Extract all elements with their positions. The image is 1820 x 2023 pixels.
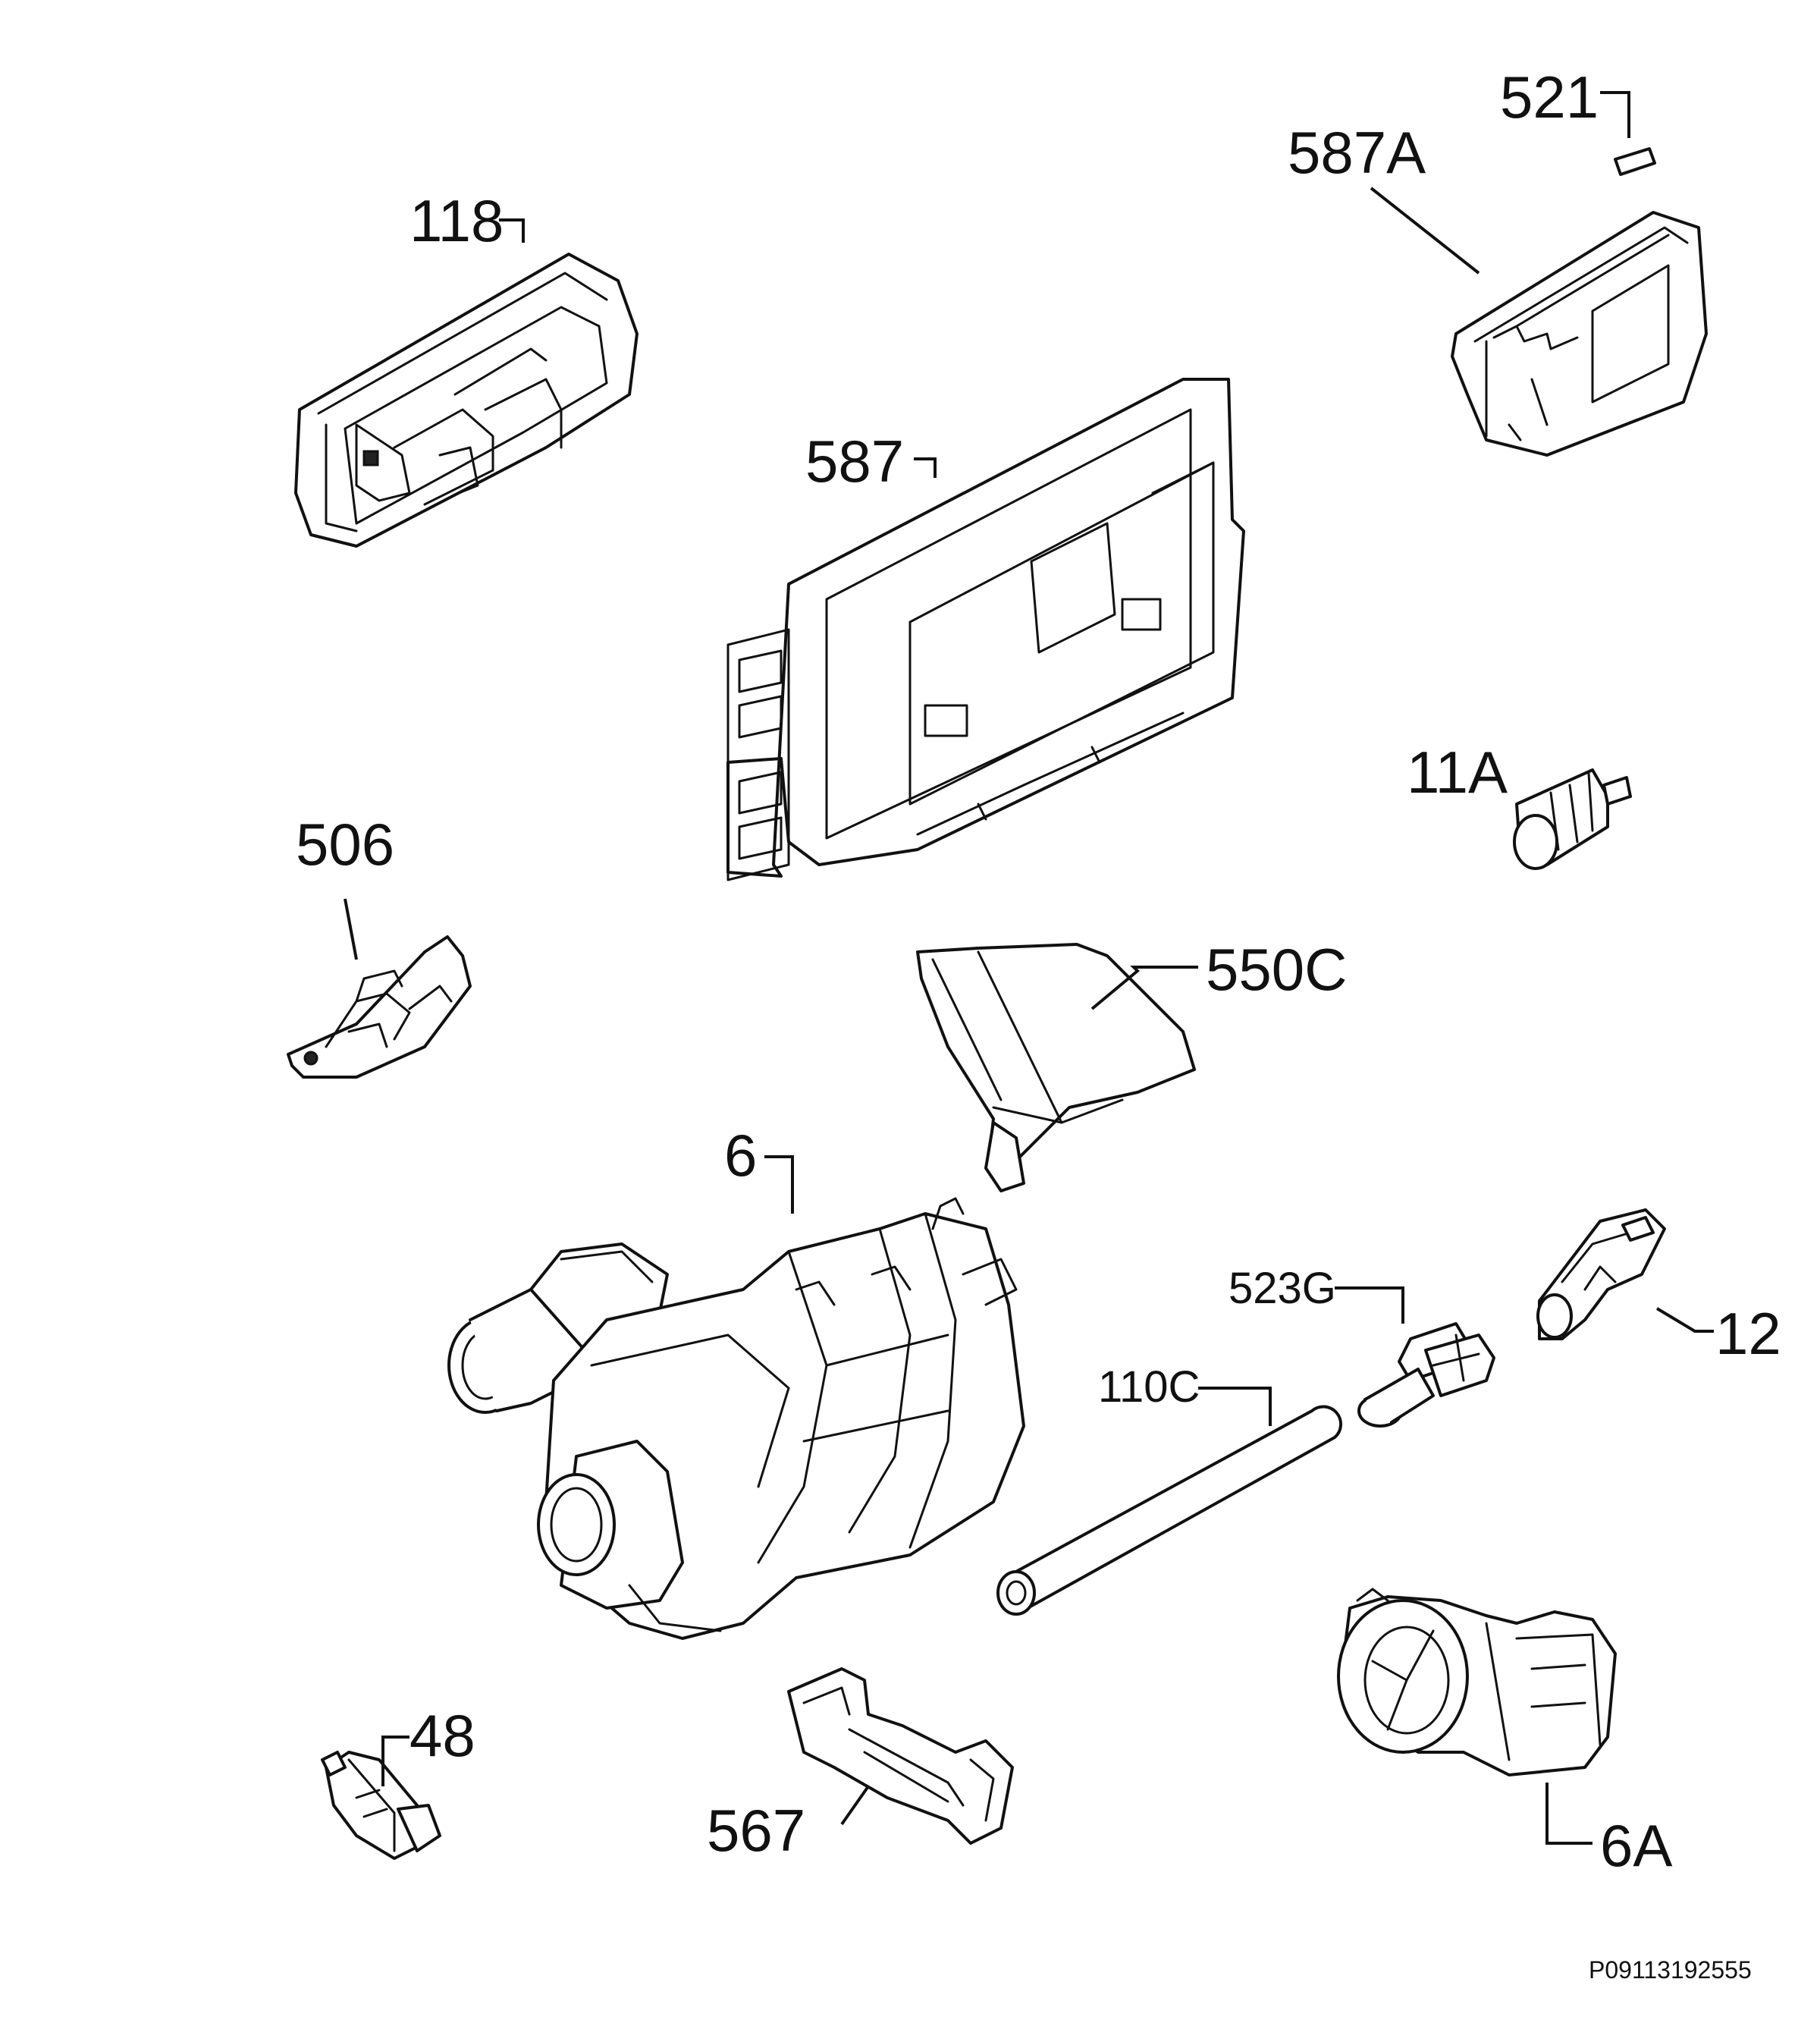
part-110c-hose[interactable] — [996, 1405, 1343, 1616]
callout-6a: 6A — [1600, 1812, 1672, 1879]
part-587-control-module[interactable] — [726, 378, 1245, 881]
part-48-temperature-sensor[interactable] — [321, 1751, 441, 1860]
part-523g-connector[interactable] — [1357, 1322, 1495, 1428]
part-567-bracket[interactable] — [787, 1667, 1014, 1845]
part-521-clip[interactable] — [1614, 147, 1656, 176]
callout-550c: 550C — [1206, 936, 1347, 1003]
drawing-code: P09113192555 — [1589, 1956, 1752, 1984]
callout-12: 12 — [1715, 1300, 1781, 1367]
callout-506: 506 — [296, 811, 394, 878]
callout-48: 48 — [410, 1702, 475, 1769]
callout-523g: 523G — [1228, 1264, 1336, 1313]
part-11a-sensor[interactable] — [1513, 768, 1632, 870]
callout-587a: 587A — [1288, 119, 1426, 186]
callout-11a: 11A — [1407, 739, 1508, 806]
callout-587: 587 — [805, 428, 904, 495]
callout-118: 118 — [410, 187, 504, 254]
callout-6: 6 — [724, 1122, 757, 1189]
part-6a-drain-pump[interactable] — [1337, 1588, 1617, 1776]
part-6-circulation-pump[interactable] — [447, 1197, 1025, 1640]
part-118-seal-frame[interactable] — [294, 253, 639, 548]
callout-521: 521 — [1500, 64, 1599, 130]
part-587a-electronic-board[interactable] — [1451, 211, 1708, 457]
callout-110c: 110C — [1098, 1362, 1200, 1412]
part-506-door-latch[interactable] — [287, 935, 472, 1079]
part-550c-cover-flap[interactable] — [916, 943, 1196, 1192]
callout-567: 567 — [707, 1797, 805, 1864]
part-12-pressure-switch[interactable] — [1536, 1208, 1666, 1340]
